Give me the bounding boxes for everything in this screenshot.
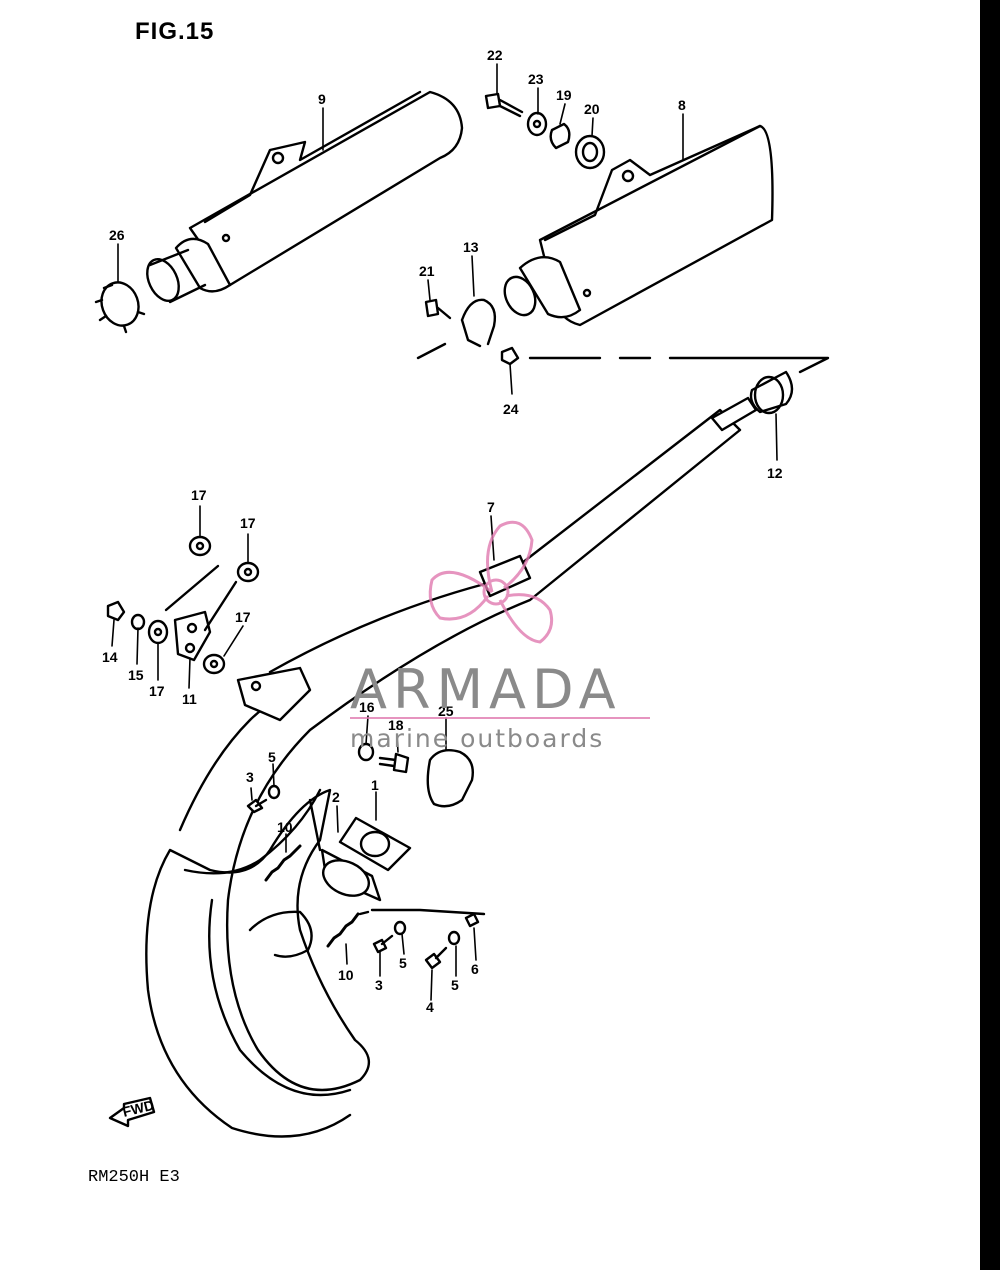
- callout: 25: [438, 703, 454, 719]
- callout: 16: [359, 699, 375, 715]
- callout: 3: [375, 977, 383, 993]
- callout: 3: [246, 769, 254, 785]
- callout: 23: [528, 71, 544, 87]
- springs-10: [264, 844, 486, 948]
- callout: 1: [371, 777, 379, 793]
- scan-border: [980, 0, 1000, 1270]
- leader-lines: [111, 63, 778, 1001]
- small-fasteners: [246, 784, 480, 970]
- callout: 22: [487, 47, 503, 63]
- callout: 10: [338, 967, 354, 983]
- exhaust-pipe-7: [145, 396, 758, 1138]
- callout-numbers: 22 23 19 20 9 8 26 21 13 24 12 7 17 17 1…: [102, 47, 783, 1015]
- callout: 6: [471, 961, 479, 977]
- callout: 20: [584, 101, 600, 117]
- muffler-9: [146, 90, 464, 304]
- callout: 11: [182, 691, 197, 707]
- callout: 8: [678, 97, 686, 113]
- gaskets-1-2: [308, 798, 412, 902]
- callout: 2: [332, 789, 340, 805]
- callout: 17: [191, 487, 207, 503]
- sleeve-12: [749, 370, 794, 415]
- mount-hardware-top: [484, 92, 606, 170]
- callout: 21: [419, 263, 435, 279]
- callout: 14: [102, 649, 118, 665]
- callout: 17: [235, 609, 251, 625]
- callout: 18: [388, 717, 404, 733]
- clamp-hardware: [416, 298, 830, 374]
- callout: 9: [318, 91, 326, 107]
- rubber-25: [357, 742, 474, 808]
- bracket-11: [106, 535, 260, 675]
- callout: 17: [240, 515, 256, 531]
- callout: 5: [399, 955, 407, 971]
- callout: 26: [109, 227, 125, 243]
- figure-title: FIG.15: [135, 18, 215, 45]
- callout: 7: [487, 499, 495, 515]
- fwd-arrow: [108, 1096, 156, 1128]
- callout: 10: [277, 819, 293, 835]
- callout: 13: [463, 239, 479, 255]
- callout: 24: [503, 401, 519, 417]
- callout: 17: [149, 683, 165, 699]
- muffler-8: [503, 124, 774, 327]
- callout: 15: [128, 667, 144, 683]
- watermark-brand: ARMADA: [350, 658, 622, 721]
- nut-26: [94, 281, 146, 334]
- watermark-logo: [350, 520, 650, 719]
- fwd-label: FWD: [121, 1097, 156, 1120]
- model-code: RM250H E3: [88, 1168, 180, 1187]
- callout: 4: [426, 999, 434, 1015]
- callout: 19: [556, 87, 572, 103]
- watermark-tagline: marine outboards: [350, 724, 605, 753]
- callout: 12: [767, 465, 783, 481]
- callout: 5: [268, 749, 276, 765]
- callout: 5: [451, 977, 459, 993]
